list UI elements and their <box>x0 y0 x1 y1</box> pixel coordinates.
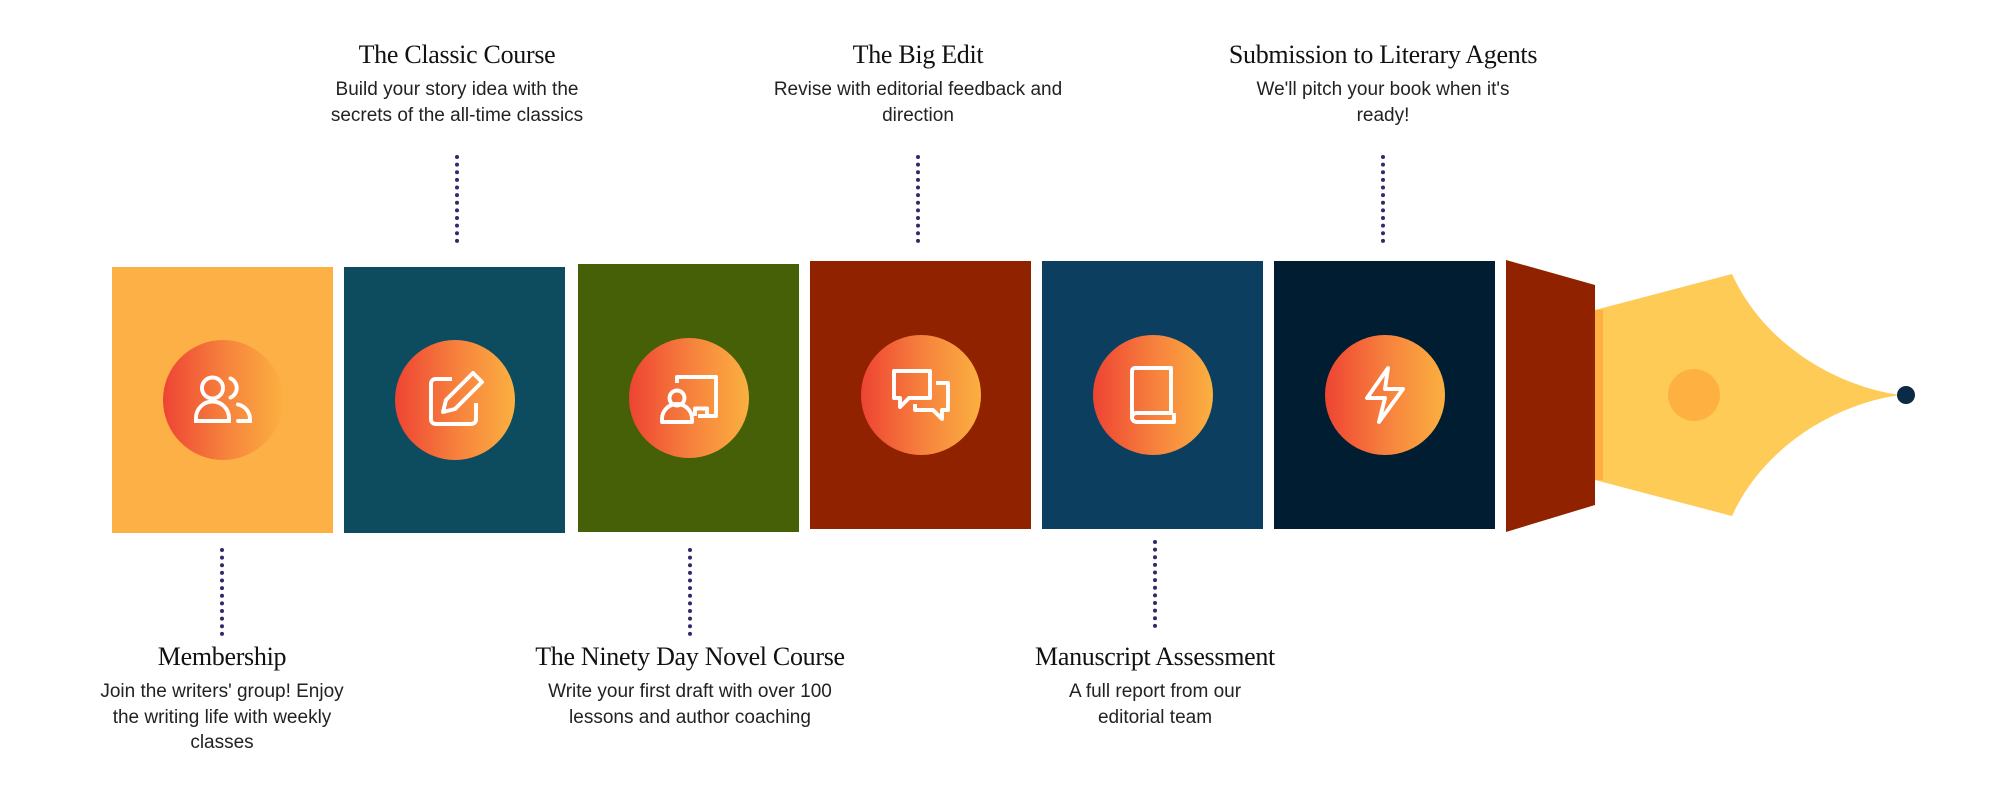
step-title: Membership <box>157 642 287 671</box>
step-title: The Ninety Day Novel Course <box>535 642 845 671</box>
step-block-ninety-day <box>578 264 799 532</box>
chat-icon <box>860 335 981 455</box>
step-title: The Big Edit <box>852 40 984 69</box>
step-label-ninety-day: The Ninety Day Novel Course Write your f… <box>520 641 860 730</box>
connector-manuscript <box>1153 540 1157 628</box>
step-block-submission <box>1274 261 1495 529</box>
step-description: Revise with editorial feedback and direc… <box>773 79 1063 126</box>
step-title: The Classic Course <box>358 40 556 69</box>
nib-breather-hole <box>1668 369 1720 421</box>
lightning-icon <box>1324 335 1445 455</box>
connector-membership <box>220 548 224 636</box>
step-description: Write your first draft with over 100 les… <box>548 681 832 728</box>
connector-classic-course <box>455 155 459 243</box>
edit-icon <box>394 340 515 460</box>
step-description: We'll pitch your book when it's ready! <box>1256 79 1510 126</box>
step-label-big-edit: The Big Edit Revise with editorial feedb… <box>768 39 1068 128</box>
nib-tip-dot <box>1897 386 1915 404</box>
step-label-classic-course: The Classic Course Build your story idea… <box>307 39 607 128</box>
step-title: Manuscript Assessment <box>1035 642 1275 671</box>
step-description: A full report from our editorial team <box>1068 681 1242 728</box>
step-label-submission: Submission to Literary Agents We'll pitc… <box>1228 39 1538 128</box>
step-block-big-edit <box>810 261 1031 529</box>
connector-submission <box>1381 155 1385 243</box>
pen-nib-illustration <box>1506 260 1915 532</box>
step-block-membership <box>112 267 333 533</box>
connector-ninety-day <box>688 548 692 636</box>
step-description: Build your story idea with the secrets o… <box>330 79 584 126</box>
step-block-manuscript <box>1042 261 1263 529</box>
step-block-classic-course <box>344 267 565 533</box>
presentation-icon <box>628 338 749 458</box>
step-label-membership: Membership Join the writers' group! Enjo… <box>92 641 352 756</box>
users-icon <box>162 340 283 460</box>
connector-big-edit <box>916 155 920 243</box>
step-label-manuscript: Manuscript Assessment A full report from… <box>1035 641 1275 730</box>
step-description: Join the writers' group! Enjoy the writi… <box>100 681 344 753</box>
pen-band <box>1506 260 1595 532</box>
book-icon <box>1092 335 1213 455</box>
step-title: Submission to Literary Agents <box>1228 40 1538 69</box>
pen-nib <box>1595 274 1900 516</box>
